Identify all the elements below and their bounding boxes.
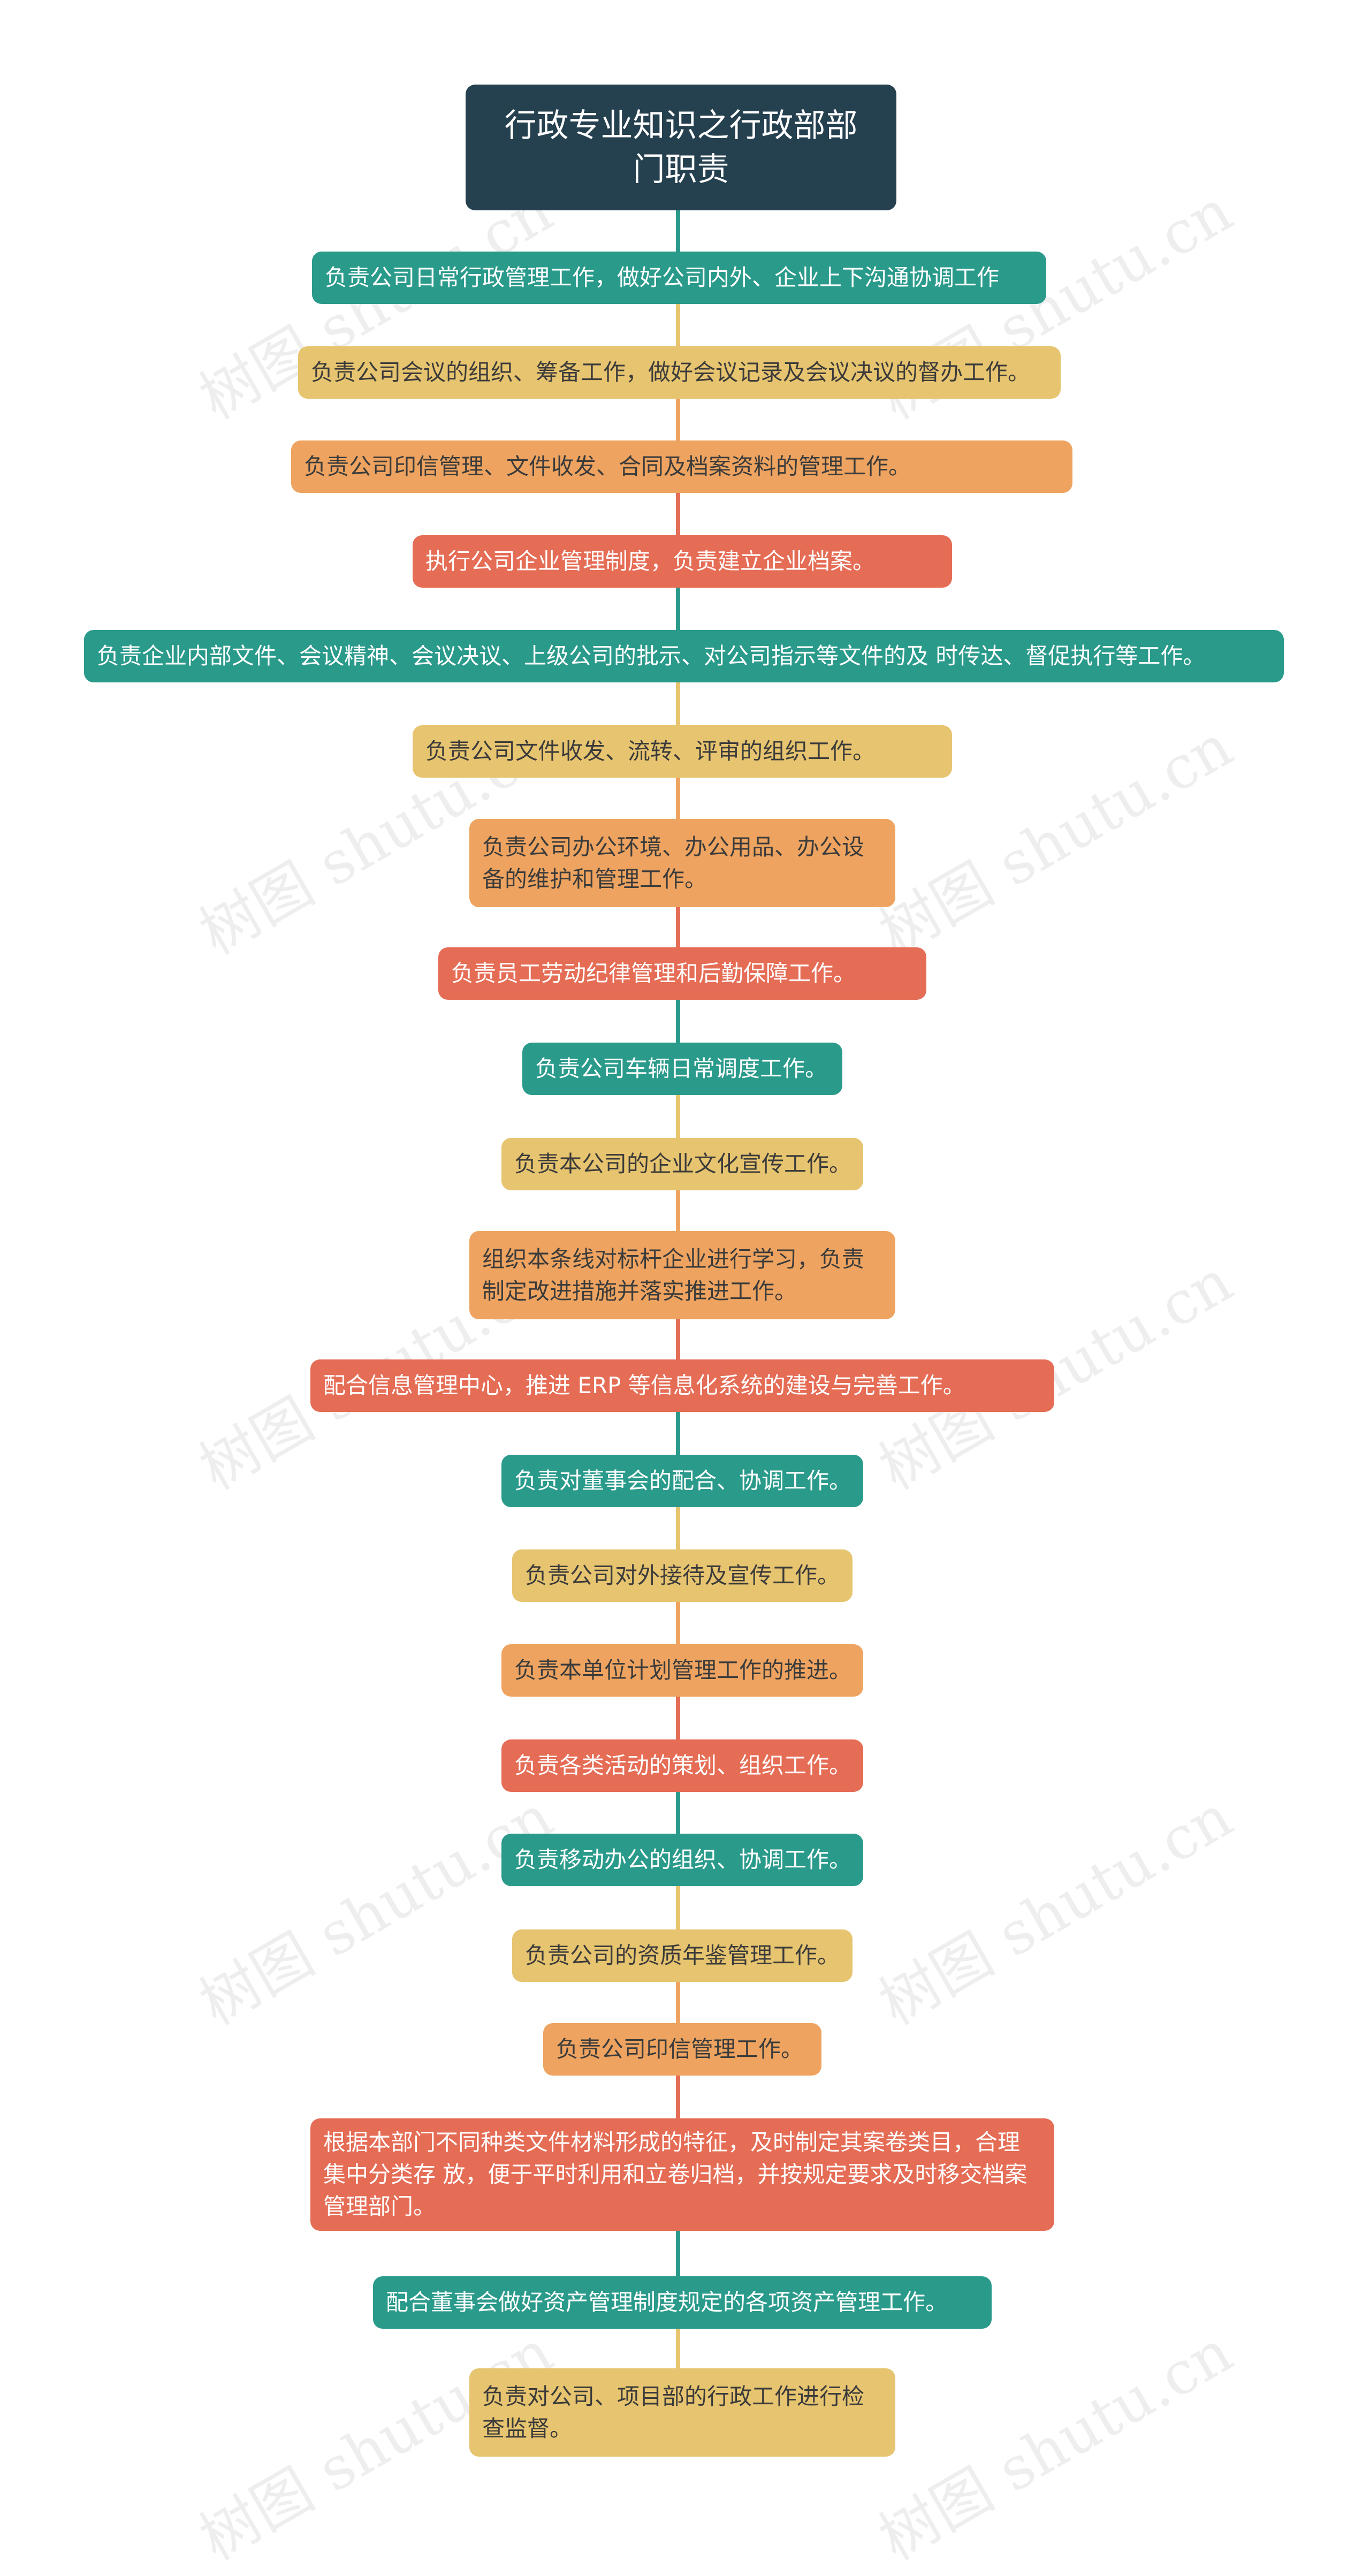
connector-line xyxy=(676,1507,680,1549)
connector-line xyxy=(676,682,680,725)
topic-label: 负责本单位计划管理工作的推进。 xyxy=(514,1657,852,1683)
topic-node[interactable]: 负责各类活动的策划、组织工作。 xyxy=(501,1739,863,1792)
connector-line xyxy=(676,493,680,535)
topic-label: 负责对董事会的配合、协调工作。 xyxy=(514,1468,852,1494)
topic-label: 执行公司企业管理制度，负责建立企业档案。 xyxy=(425,548,876,574)
topic-node[interactable]: 负责公司文件收发、流转、评审的组织工作。 xyxy=(413,725,952,778)
topic-label: 负责公司会议的组织、筹备工作，做好会议记录及会议决议的督办工作。 xyxy=(311,359,1031,385)
topic-node[interactable]: 负责员工劳动纪律管理和后勤保障工作。 xyxy=(438,947,926,1000)
topic-label: 配合信息管理中心，推进 ERP 等信息化系统的建设与完善工作。 xyxy=(323,1372,965,1399)
topic-node[interactable]: 负责移动办公的组织、协调工作。 xyxy=(501,1834,863,1886)
connector-line xyxy=(676,1000,680,1043)
watermark-text: 树图 shutu.cn xyxy=(188,1782,564,2038)
topic-node[interactable]: 负责公司会议的组织、筹备工作，做好会议记录及会议决议的督办工作。 xyxy=(298,346,1061,399)
topic-node[interactable]: 配合董事会做好资产管理制度规定的各项资产管理工作。 xyxy=(373,2276,992,2329)
topic-node[interactable]: 负责公司日常行政管理工作，做好公司内外、企业上下沟通协调工作 xyxy=(312,252,1046,304)
topic-label: 负责员工劳动纪律管理和后勤保障工作。 xyxy=(451,960,856,986)
connector-line xyxy=(676,1412,680,1455)
connector-line xyxy=(676,1602,680,1644)
topic-node[interactable]: 负责本公司的企业文化宣传工作。 xyxy=(501,1138,863,1190)
topic-node[interactable]: 负责企业内部文件、会议精神、会议决议、上级公司的批示、对公司指示等文件的及 时传… xyxy=(84,630,1284,682)
topic-label: 负责公司对外接待及宣传工作。 xyxy=(525,1562,840,1589)
connector-line xyxy=(676,210,680,252)
topic-label: 负责公司文件收发、流转、评审的组织工作。 xyxy=(425,738,876,764)
topic-node[interactable]: 负责公司印信管理、文件收发、合同及档案资料的管理工作。 xyxy=(291,440,1072,493)
connector-line xyxy=(676,778,680,819)
topic-label: 组织本条线对标杆企业进行学习，负责制定改进措施并落实推进工作。 xyxy=(482,1245,865,1304)
topic-label: 负责对公司、项目部的行政工作进行检查监督。 xyxy=(482,2383,865,2442)
connector-line xyxy=(676,1190,680,1231)
topic-node[interactable]: 执行公司企业管理制度，负责建立企业档案。 xyxy=(413,535,952,588)
topic-label: 根据本部门不同种类文件材料形成的特征，及时制定其案卷类目，合理集中分类存 放，便… xyxy=(323,2129,1028,2220)
root-topic[interactable]: 行政专业知识之行政部部门职责 xyxy=(466,85,896,210)
topic-node[interactable]: 负责对公司、项目部的行政工作进行检查监督。 xyxy=(469,2368,895,2457)
topic-label: 负责公司车辆日常调度工作。 xyxy=(535,1055,828,1082)
connector-line xyxy=(676,588,680,630)
topic-node[interactable]: 根据本部门不同种类文件材料形成的特征，及时制定其案卷类目，合理集中分类存 放，便… xyxy=(310,2118,1054,2231)
topic-label: 配合董事会做好资产管理制度规定的各项资产管理工作。 xyxy=(386,2289,948,2315)
connector-line xyxy=(676,2076,680,2118)
watermark-text: 树图 shutu.cn xyxy=(868,1782,1244,2038)
topic-node[interactable]: 负责公司的资质年鉴管理工作。 xyxy=(512,1929,853,1982)
connector-line xyxy=(676,907,680,947)
connector-line xyxy=(676,1886,680,1929)
connector-line xyxy=(676,304,680,346)
connector-line xyxy=(676,1697,680,1739)
topic-label: 负责公司印信管理、文件收发、合同及档案资料的管理工作。 xyxy=(304,453,911,480)
topic-label: 负责公司的资质年鉴管理工作。 xyxy=(525,1942,840,1969)
topic-node[interactable]: 负责本单位计划管理工作的推进。 xyxy=(501,1644,863,1697)
topic-label: 负责公司办公环境、办公用品、办公设备的维护和管理工作。 xyxy=(482,833,865,892)
topic-label: 负责本公司的企业文化宣传工作。 xyxy=(514,1151,852,1177)
watermark-text: 树图 shutu.cn xyxy=(868,2317,1244,2573)
topic-label: 负责公司印信管理工作。 xyxy=(556,2036,804,2062)
connector-line xyxy=(676,399,680,440)
root-topic-label: 行政专业知识之行政部部门职责 xyxy=(504,107,858,188)
topic-node[interactable]: 负责公司对外接待及宣传工作。 xyxy=(512,1549,853,1602)
topic-node[interactable]: 负责对董事会的配合、协调工作。 xyxy=(501,1455,863,1507)
connector-line xyxy=(676,1319,680,1359)
topic-label: 负责各类活动的策划、组织工作。 xyxy=(514,1752,852,1779)
topic-node[interactable]: 负责公司印信管理工作。 xyxy=(543,2023,821,2076)
topic-node[interactable]: 组织本条线对标杆企业进行学习，负责制定改进措施并落实推进工作。 xyxy=(469,1231,895,1319)
topic-label: 负责企业内部文件、会议精神、会议决议、上级公司的批示、对公司指示等文件的及 时传… xyxy=(97,643,1206,669)
topic-label: 负责公司日常行政管理工作，做好公司内外、企业上下沟通协调工作 xyxy=(325,264,1000,291)
connector-line xyxy=(676,1982,680,2023)
topic-node[interactable]: 负责公司车辆日常调度工作。 xyxy=(522,1043,842,1095)
topic-node[interactable]: 配合信息管理中心，推进 ERP 等信息化系统的建设与完善工作。 xyxy=(310,1359,1054,1412)
topic-node[interactable]: 负责公司办公环境、办公用品、办公设备的维护和管理工作。 xyxy=(469,819,895,907)
connector-line xyxy=(676,1095,680,1138)
connector-line xyxy=(676,1792,680,1834)
connector-line xyxy=(676,2329,680,2368)
topic-label: 负责移动办公的组织、协调工作。 xyxy=(514,1846,852,1873)
connector-line xyxy=(676,2231,680,2276)
